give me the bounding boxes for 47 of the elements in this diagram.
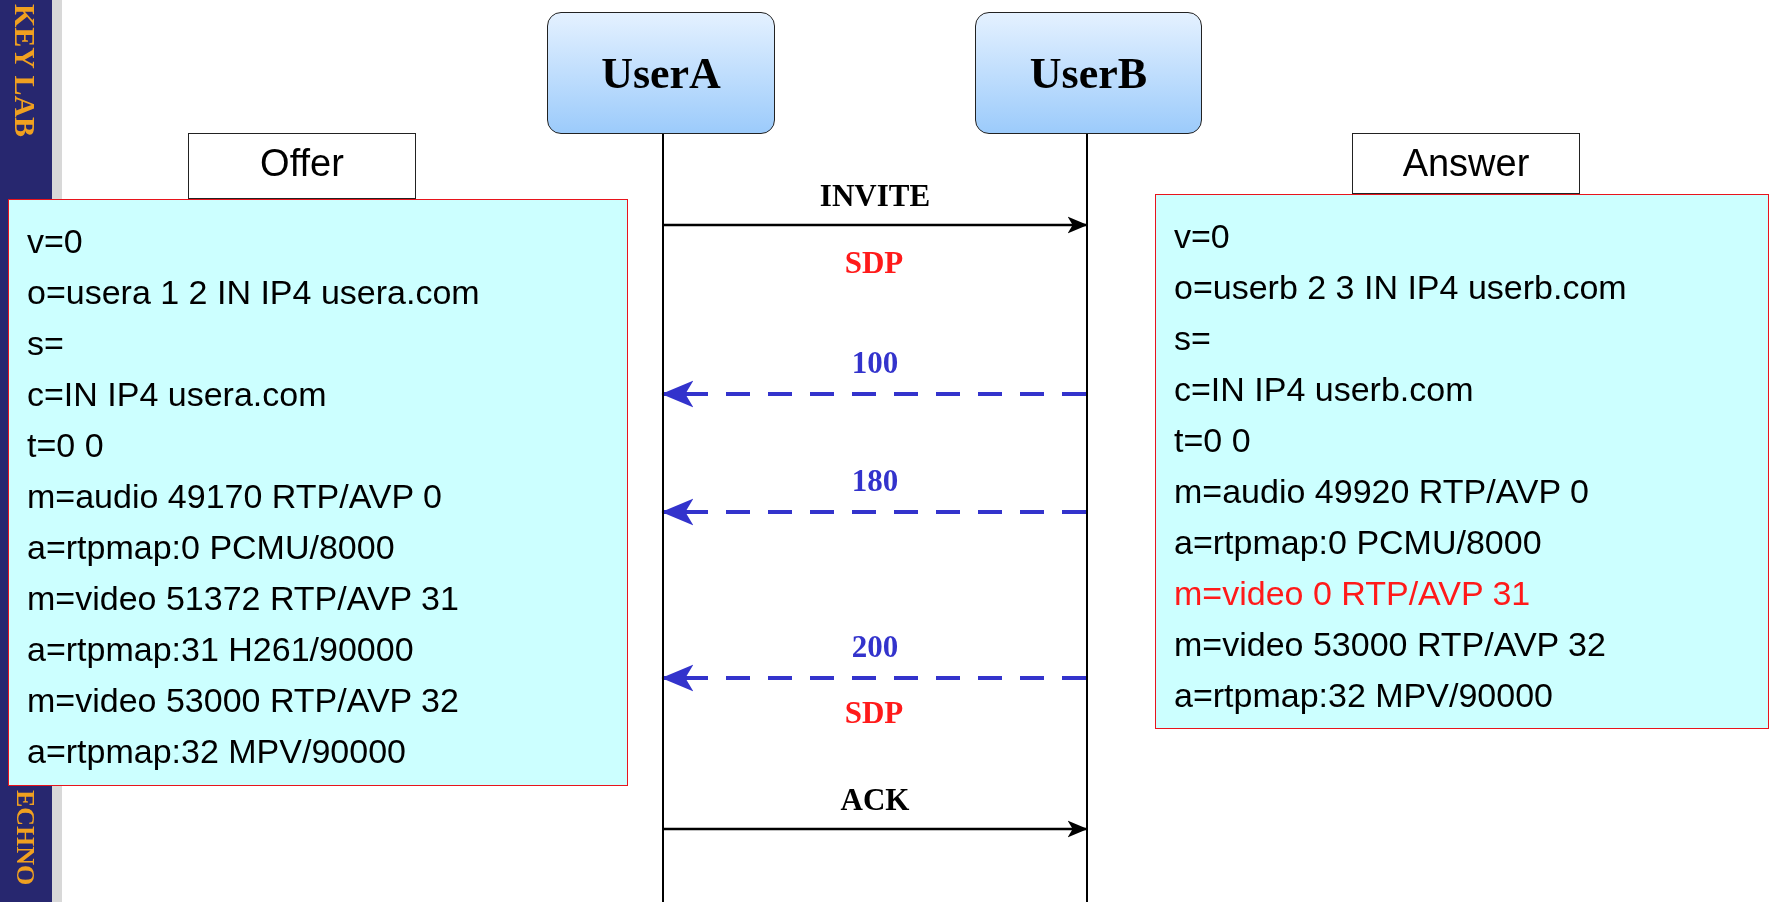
message-arrow	[664, 216, 1088, 234]
message-label: ACK	[840, 782, 910, 818]
sdp-line: o=usera 1 2 IN IP4 usera.com	[27, 272, 481, 313]
sdp-line: m=audio 49920 RTP/AVP 0	[1174, 471, 1590, 512]
sdp-line: s=	[1174, 318, 1212, 359]
heading-tab	[1352, 133, 1580, 194]
sdp-line: t=0 0	[1174, 420, 1252, 461]
sdp-line: a=rtpmap:0 PCMU/8000	[27, 527, 396, 568]
actor-name: UserA	[601, 47, 721, 99]
actor-box	[975, 12, 1202, 134]
sdp-line: m=audio 49170 RTP/AVP 0	[27, 476, 443, 517]
sdp-line: a=rtpmap:0 PCMU/8000	[1174, 522, 1543, 563]
sdp-line: m=video 53000 RTP/AVP 32	[27, 680, 460, 721]
message-label: 200	[851, 629, 899, 665]
sdp-line: a=rtpmap:31 H261/90000	[27, 629, 415, 670]
sdp-line: c=IN IP4 usera.com	[27, 374, 328, 415]
sdp-line: v=0	[1174, 216, 1231, 257]
sdp-line: m=video 51372 RTP/AVP 31	[27, 578, 460, 619]
heading: Answer	[1402, 142, 1530, 185]
sdp-line: m=video 53000 RTP/AVP 32	[1174, 624, 1607, 665]
sdp-line: s=	[27, 323, 65, 364]
message-label: 180	[851, 463, 899, 499]
sdp-line: a=rtpmap:32 MPV/90000	[1174, 675, 1554, 716]
sdp-box	[1155, 194, 1769, 729]
sdp-line: t=0 0	[27, 425, 105, 466]
lifeline	[662, 134, 664, 902]
sdp-line: a=rtpmap:32 MPV/90000	[27, 731, 407, 772]
sdp-box	[8, 199, 628, 786]
payload-label: SDP	[844, 695, 904, 731]
message-label: INVITE	[819, 178, 931, 214]
message-arrow	[664, 820, 1088, 838]
message-arrow	[661, 498, 1086, 526]
sdp-line: v=0	[27, 221, 84, 262]
heading: Offer	[260, 142, 344, 185]
message-label: 100	[851, 345, 899, 381]
message-arrow	[661, 664, 1086, 692]
payload-label: SDP	[844, 245, 904, 281]
sdp-line: c=IN IP4 userb.com	[1174, 369, 1475, 410]
band-text: ECHNO	[10, 790, 40, 886]
sdp-line: m=video 0 RTP/AVP 31	[1174, 573, 1532, 614]
message-arrow	[661, 380, 1086, 408]
band-text: KEY LAB	[8, 4, 42, 138]
actor-name: UserB	[1029, 47, 1148, 99]
lifeline	[1086, 134, 1088, 902]
actor-box	[547, 12, 775, 134]
heading-tab	[188, 133, 416, 199]
sdp-line: o=userb 2 3 IN IP4 userb.com	[1174, 267, 1628, 308]
